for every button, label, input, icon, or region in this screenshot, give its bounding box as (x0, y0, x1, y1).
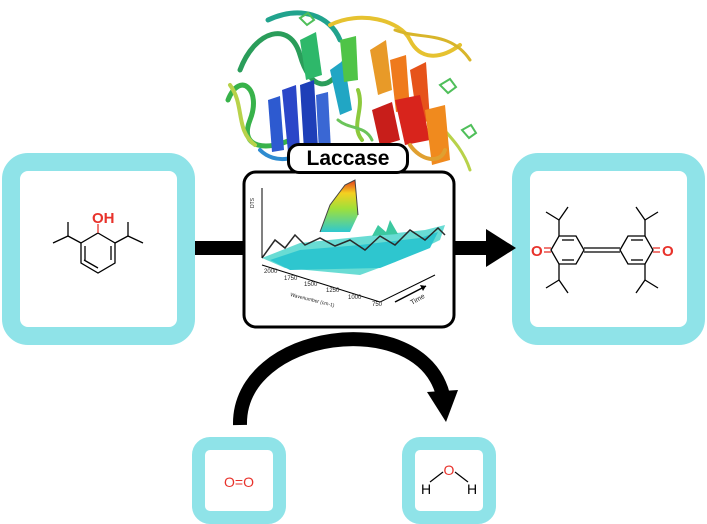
water-hydrogen-left: H (421, 481, 431, 497)
water-molecule: O H H (421, 462, 477, 497)
reaction-arrow (195, 229, 516, 267)
water-hydrogen-right: H (467, 481, 477, 497)
oxygen-molecule-label: O=O (224, 474, 254, 490)
product-oxygen-right: O (662, 243, 674, 260)
product-molecule (544, 206, 660, 294)
protein-structure (225, 10, 478, 172)
spectrum-x-tick-2: 1500 (304, 282, 318, 288)
spectrum-y-axis-label: DTS (250, 197, 256, 208)
hydroxyl-text: OH (92, 210, 115, 227)
reactant-molecule (52, 222, 144, 274)
spectrum-panel: DTS 2000 1750 1500 1250 1000 750 Wavenum… (242, 170, 456, 329)
product-oxygen-left: O (531, 243, 543, 260)
spectrum-x-tick-5: 750 (372, 302, 383, 308)
product-box (512, 153, 705, 345)
spectrum-x-tick-1: 1750 (284, 276, 298, 282)
curved-arrow (232, 332, 458, 426)
cosubstrate-box (192, 437, 286, 524)
water-oxygen: O (444, 462, 455, 478)
enzyme-label: Laccase (287, 143, 409, 174)
byproduct-box (402, 437, 496, 524)
reactant-box (2, 153, 195, 345)
spectrum-x-tick-4: 1000 (348, 295, 362, 301)
hydroxyl-label: OH (92, 210, 115, 227)
spectrum-x-tick-0: 2000 (264, 269, 278, 275)
spectrum-x-tick-3: 1250 (326, 288, 340, 294)
